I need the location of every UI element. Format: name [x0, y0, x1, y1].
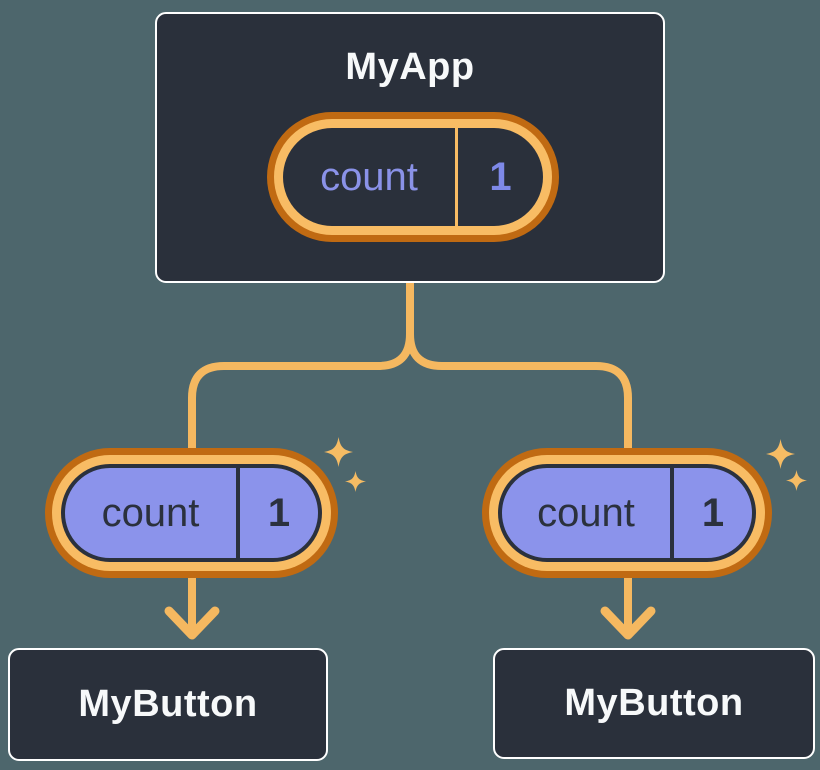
pill-divider [236, 468, 240, 558]
component-node-mybutton-left: MyButton [8, 648, 328, 761]
connector-branch-right [406, 277, 632, 634]
prop-pill-body: count 1 [498, 464, 756, 562]
component-title: MyButton [78, 683, 258, 725]
prop-pill-value: 1 [267, 490, 291, 535]
prop-pill-ring: count 1 [489, 455, 765, 571]
arrow-down-right-icon [600, 606, 656, 640]
component-node-myapp: MyApp count 1 [155, 12, 665, 283]
prop-pill-left: count 1 [45, 448, 338, 578]
arrow-down-left-icon [164, 606, 220, 640]
pill-divider [455, 128, 458, 226]
state-pill: count 1 [267, 112, 559, 242]
state-pill-value: 1 [489, 154, 512, 199]
prop-pill-body: count 1 [61, 464, 322, 562]
component-title: MyButton [564, 682, 744, 724]
prop-pill-value: 1 [701, 490, 725, 535]
pill-divider [670, 468, 674, 558]
sparkle-icon [766, 439, 796, 469]
state-pill-ring: count 1 [274, 119, 552, 235]
prop-pill-ring: count 1 [52, 455, 331, 571]
sparkle-icon [786, 470, 807, 491]
state-pill-body: count 1 [283, 128, 543, 226]
sparkle-icon [324, 437, 354, 467]
sparkle-icon [345, 471, 366, 492]
prop-pill-label: count [101, 490, 200, 535]
component-node-mybutton-right: MyButton [493, 648, 815, 759]
prop-pill-right: count 1 [482, 448, 772, 578]
component-title: MyApp [345, 46, 475, 88]
state-pill-label: count [320, 154, 418, 199]
prop-pill-label: count [537, 490, 635, 535]
